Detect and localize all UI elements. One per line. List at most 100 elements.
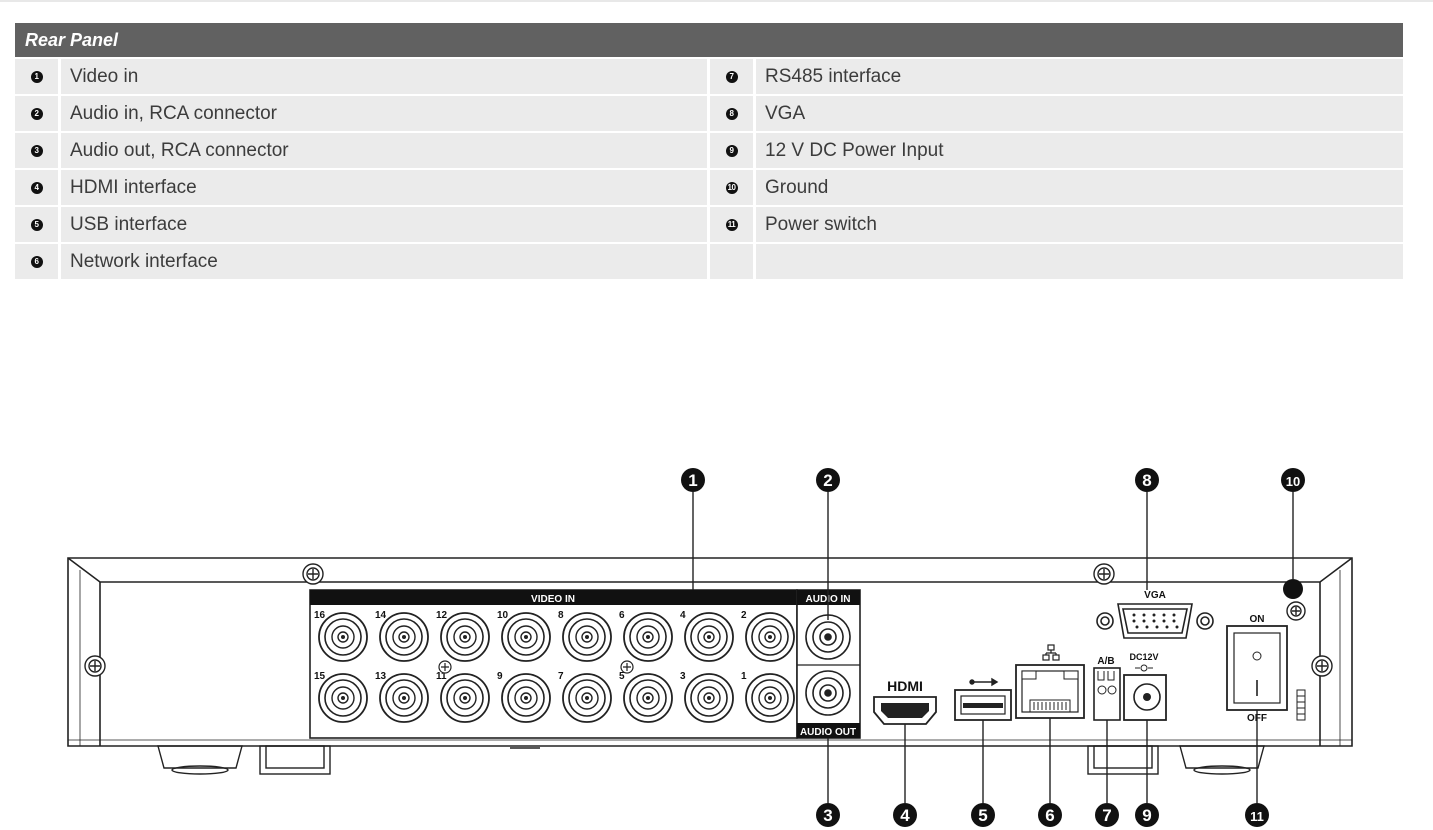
row-label: HDMI interface [61,170,707,205]
table-row: 6 Network interface [15,244,1403,279]
table-row: 4 HDMI interface 10 Ground [15,170,1403,205]
callout-circle [1245,803,1269,827]
callout-number: 7 [1102,806,1111,825]
channel-number-label: 7 [558,671,564,682]
channel-number-label: 14 [375,610,387,621]
callout-circle [681,468,705,492]
row-label: RS485 interface [756,59,1403,94]
usb-icon [969,677,999,687]
vga-pins [1132,613,1179,629]
channel-number-label: 1 [741,671,747,682]
number-badge: 6 [30,255,43,268]
callout-circle [1135,468,1159,492]
bnc-connector [745,673,795,723]
row-label: Network interface [61,244,707,279]
number-badge: 2 [30,107,43,120]
top-divider [0,0,1433,2]
callout-number: 2 [823,471,832,490]
callout-number: 11 [1250,809,1264,824]
screw-icon [302,563,324,585]
rear-panel-legend-table: Rear Panel 1 Video in 7 RS485 interface … [15,23,1403,279]
callout-leader-lines [692,492,1294,803]
screw-icon [438,660,452,674]
channel-number-label: 3 [680,671,686,682]
channel-number-label: 4 [680,610,686,621]
bnc-connector [318,673,368,723]
bnc-connector [684,612,734,662]
number-badge: 5 [30,218,43,231]
network-icon [1042,644,1060,661]
table-row: 1 Video in 7 RS485 interface [15,59,1403,94]
empty-cell [756,244,1403,279]
number-badge: 4 [30,181,43,194]
channel-number-label: 11 [436,671,447,682]
bnc-connector [623,673,673,723]
bnc-connector [379,673,429,723]
row-label: VGA [756,96,1403,131]
rs485-terminal [1093,667,1121,721]
bnc-connector [501,673,551,723]
channel-number-label: 9 [497,671,503,682]
callout-circle [1135,803,1159,827]
bnc-connector [501,612,551,662]
table-row: 5 USB interface 11 Power switch [15,207,1403,242]
device-feet [157,745,1265,775]
on-label: ON [1250,614,1265,625]
table-row: 2 Audio in, RCA connector 8 VGA [15,96,1403,131]
channel-number-label: 15 [314,671,326,682]
callout-number: 10 [1286,474,1300,489]
channel-number-label: 16 [314,610,326,621]
channel-number-label: 5 [619,671,625,682]
callout-number: 9 [1142,806,1151,825]
screw-icon [620,660,634,674]
screw-icon [84,655,106,677]
callout-circle [1095,803,1119,827]
table-row: 3 Audio out, RCA connector 9 12 V DC Pow… [15,133,1403,168]
screw-icon [1286,601,1306,621]
bnc-connector [379,612,429,662]
row-label: Audio out, RCA connector [61,133,707,168]
bnc-connector [623,612,673,662]
row-label: 12 V DC Power Input [756,133,1403,168]
callout-circle [1038,803,1062,827]
callout-number: 5 [978,806,987,825]
callout-number: 6 [1045,806,1054,825]
number-badge: 1 [30,70,43,83]
callout-circle [971,803,995,827]
device-chassis [67,557,1353,747]
bnc-connector [318,612,368,662]
channel-number-label: 12 [436,610,448,621]
row-label: Power switch [756,207,1403,242]
vent-slots [1296,689,1306,721]
table-header: Rear Panel [15,23,1403,57]
row-label: USB interface [61,207,707,242]
bnc-connector [562,673,612,723]
channel-number-label: 2 [741,610,747,621]
ground-terminal [1283,579,1303,599]
rca-audio-out-connector [805,670,851,716]
channel-number-label: 6 [619,610,625,621]
hdmi-label: HDMI [887,678,923,694]
number-badge: 10 [725,181,738,194]
row-label: Ground [756,170,1403,205]
bnc-connector [440,673,490,723]
dc-label: DC12V [1129,652,1158,662]
empty-cell [710,244,753,279]
callout-circle [893,803,917,827]
row-label: Audio in, RCA connector [61,96,707,131]
rca-audio-in-connector [805,614,851,660]
number-badge: 3 [30,144,43,157]
callout-circle [1281,468,1305,492]
number-badge: 8 [725,107,738,120]
video-in-header [310,590,797,605]
screw-icon [1311,655,1333,677]
bnc-connector [562,612,612,662]
bnc-connector [684,673,734,723]
bnc-connector [440,612,490,662]
audio-out-label: AUDIO OUT [800,727,856,738]
callout-circle [816,468,840,492]
channel-number-label: 10 [497,610,509,621]
callout-number: 4 [900,806,910,825]
